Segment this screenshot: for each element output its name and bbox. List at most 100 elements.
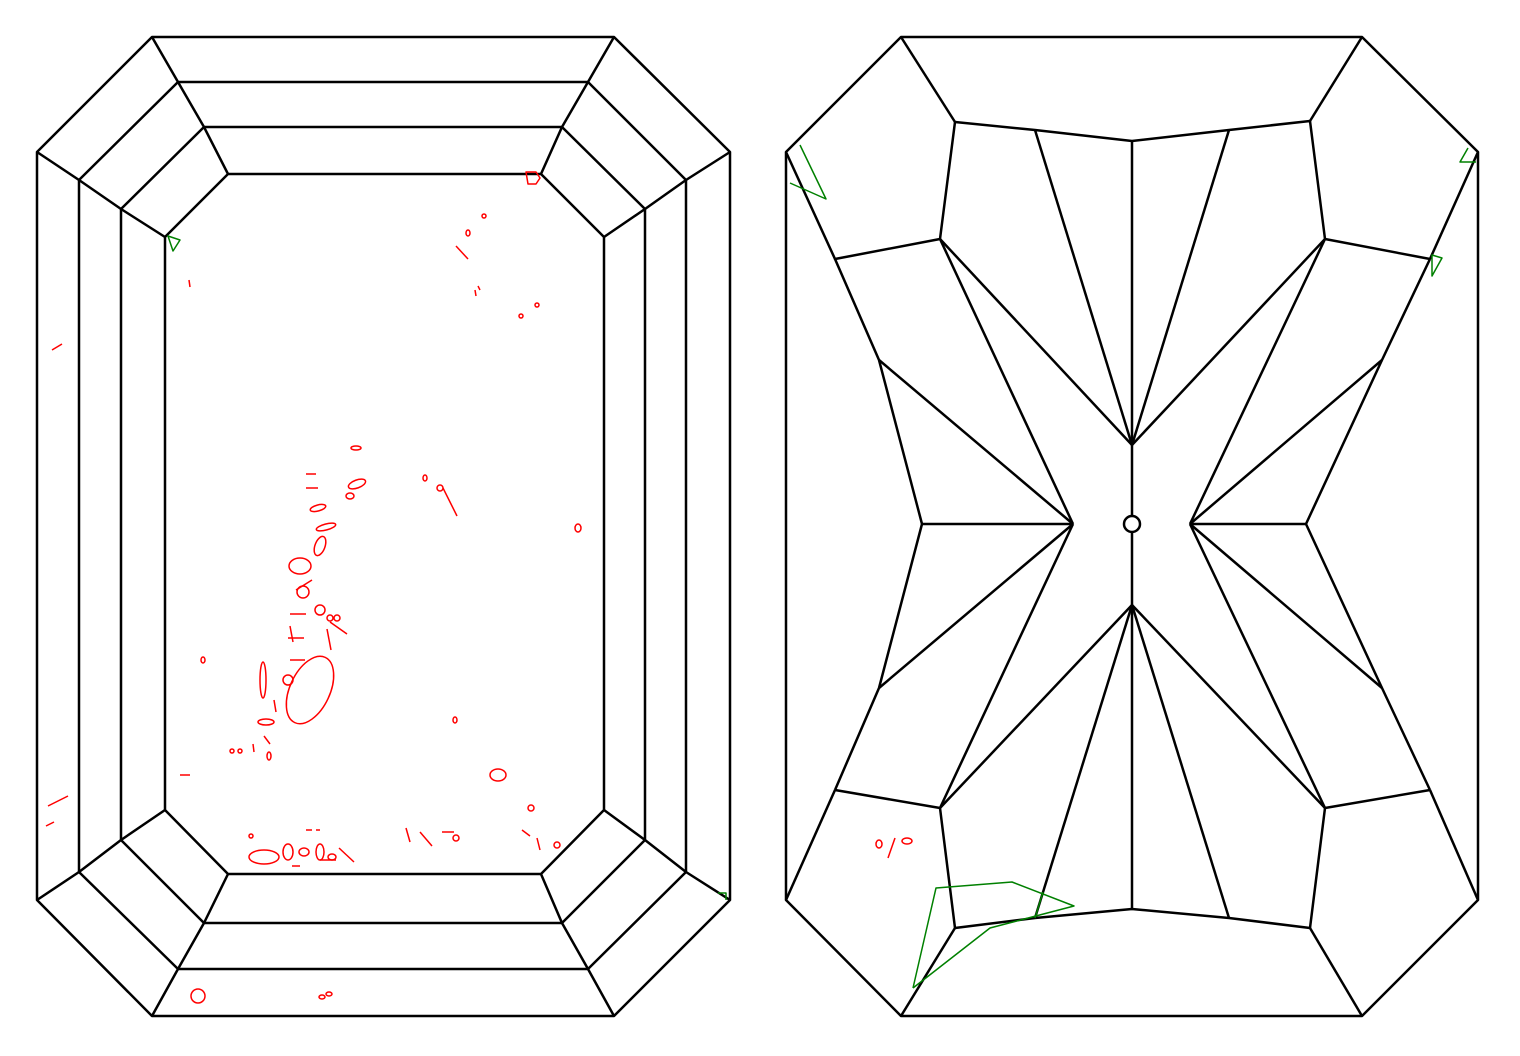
facet-edge — [899, 927, 957, 1017]
facet-edge — [1188, 238, 1327, 525]
inclusion-feather — [477, 285, 481, 291]
inclusion — [248, 849, 280, 865]
facet-edge — [954, 119, 1327, 240]
inclusion-feather — [289, 625, 294, 643]
facet-edge — [36, 808, 166, 902]
inclusion-feather — [295, 579, 313, 591]
inclusion — [481, 213, 487, 219]
facet-edge — [1428, 151, 1480, 260]
inclusion — [200, 656, 206, 664]
inclusion — [285, 655, 335, 725]
facet-edge — [603, 808, 731, 902]
surface-mark — [718, 892, 727, 900]
inclusion — [315, 843, 325, 861]
inclusion-feather — [329, 621, 348, 635]
table-facet — [163, 172, 606, 876]
facet-edge — [1189, 359, 1383, 525]
facet-edge — [603, 150, 731, 239]
crown-ring — [35, 35, 732, 1018]
inclusion-feather — [521, 829, 531, 837]
inclusion — [436, 484, 444, 492]
inclusion-feather — [338, 847, 355, 863]
inclusion-feather — [252, 743, 255, 753]
inclusion-feather — [419, 831, 433, 847]
pavilion-view — [784, 35, 1480, 1018]
inclusion — [347, 478, 367, 490]
facet-edge — [1189, 523, 1383, 689]
inclusion — [315, 522, 337, 532]
facet-edge — [784, 789, 837, 901]
inclusion-feather — [51, 343, 63, 351]
facet-edge — [938, 523, 1075, 809]
facet-edge — [1130, 129, 1231, 446]
inclusion-feather — [536, 837, 541, 851]
inclusion-feather — [442, 487, 458, 517]
inclusion — [901, 837, 913, 845]
inclusion-feather — [474, 289, 477, 297]
facet-edge — [938, 238, 1075, 525]
facet-edge — [1324, 237, 1431, 261]
facet-edge — [939, 604, 1133, 809]
facet-edge — [539, 36, 616, 175]
facet-edge — [1308, 36, 1364, 122]
facet-edge — [1188, 523, 1327, 809]
inclusion — [527, 804, 535, 812]
inclusion-feather — [47, 795, 69, 807]
facet-edge — [1130, 604, 1231, 919]
culet — [1122, 514, 1142, 534]
facet-edge — [878, 359, 1074, 525]
crown-view — [35, 35, 732, 1018]
inclusion — [422, 474, 428, 482]
facet-edge — [1304, 258, 1432, 791]
inclusion-feather — [45, 821, 55, 827]
inclusion — [298, 847, 310, 857]
facet-edge — [1131, 238, 1326, 446]
facet-edge — [833, 121, 957, 791]
inclusion — [350, 445, 362, 451]
surface-mark — [912, 881, 1075, 989]
inclusion — [314, 604, 326, 616]
inclusion — [266, 751, 272, 761]
facet-edge — [539, 873, 616, 1017]
inclusion-feather — [188, 279, 191, 288]
inclusion — [313, 535, 327, 557]
inclusion — [257, 718, 275, 726]
inclusion — [534, 302, 540, 308]
surface-mark — [167, 235, 181, 252]
inclusion — [229, 748, 235, 754]
inclusion — [326, 614, 334, 622]
facet-edge — [150, 36, 230, 175]
facet-edge — [899, 36, 957, 123]
facet-edge — [878, 523, 1074, 689]
surface-mark — [1034, 891, 1044, 919]
inclusion-feather — [887, 837, 896, 859]
inclusion — [518, 313, 524, 319]
inclusion-feather — [455, 245, 469, 260]
crown-ring — [119, 125, 647, 925]
inclusion — [318, 994, 326, 1000]
inclusion-mark — [525, 171, 541, 185]
inclusion — [875, 839, 883, 849]
inclusion-feather — [273, 699, 277, 713]
inclusion — [190, 988, 206, 1004]
inclusion — [465, 229, 471, 237]
facet-edge — [150, 873, 230, 1017]
surface-mark — [1459, 147, 1476, 163]
inclusion — [333, 614, 341, 622]
inclusion — [345, 492, 355, 500]
inclusion — [309, 503, 327, 513]
inclusion — [574, 523, 582, 533]
surface-mark — [1431, 254, 1443, 277]
inclusion-feather — [405, 827, 411, 843]
facet-edge — [1033, 604, 1134, 919]
crown-ring — [77, 80, 688, 971]
inclusion — [248, 833, 254, 839]
inclusion — [327, 853, 337, 861]
inclusion — [288, 557, 312, 575]
facet-edge — [1033, 129, 1134, 446]
facet-edge — [784, 151, 837, 260]
inclusion — [282, 674, 294, 686]
inclusion — [259, 661, 267, 699]
inclusion — [282, 843, 294, 861]
